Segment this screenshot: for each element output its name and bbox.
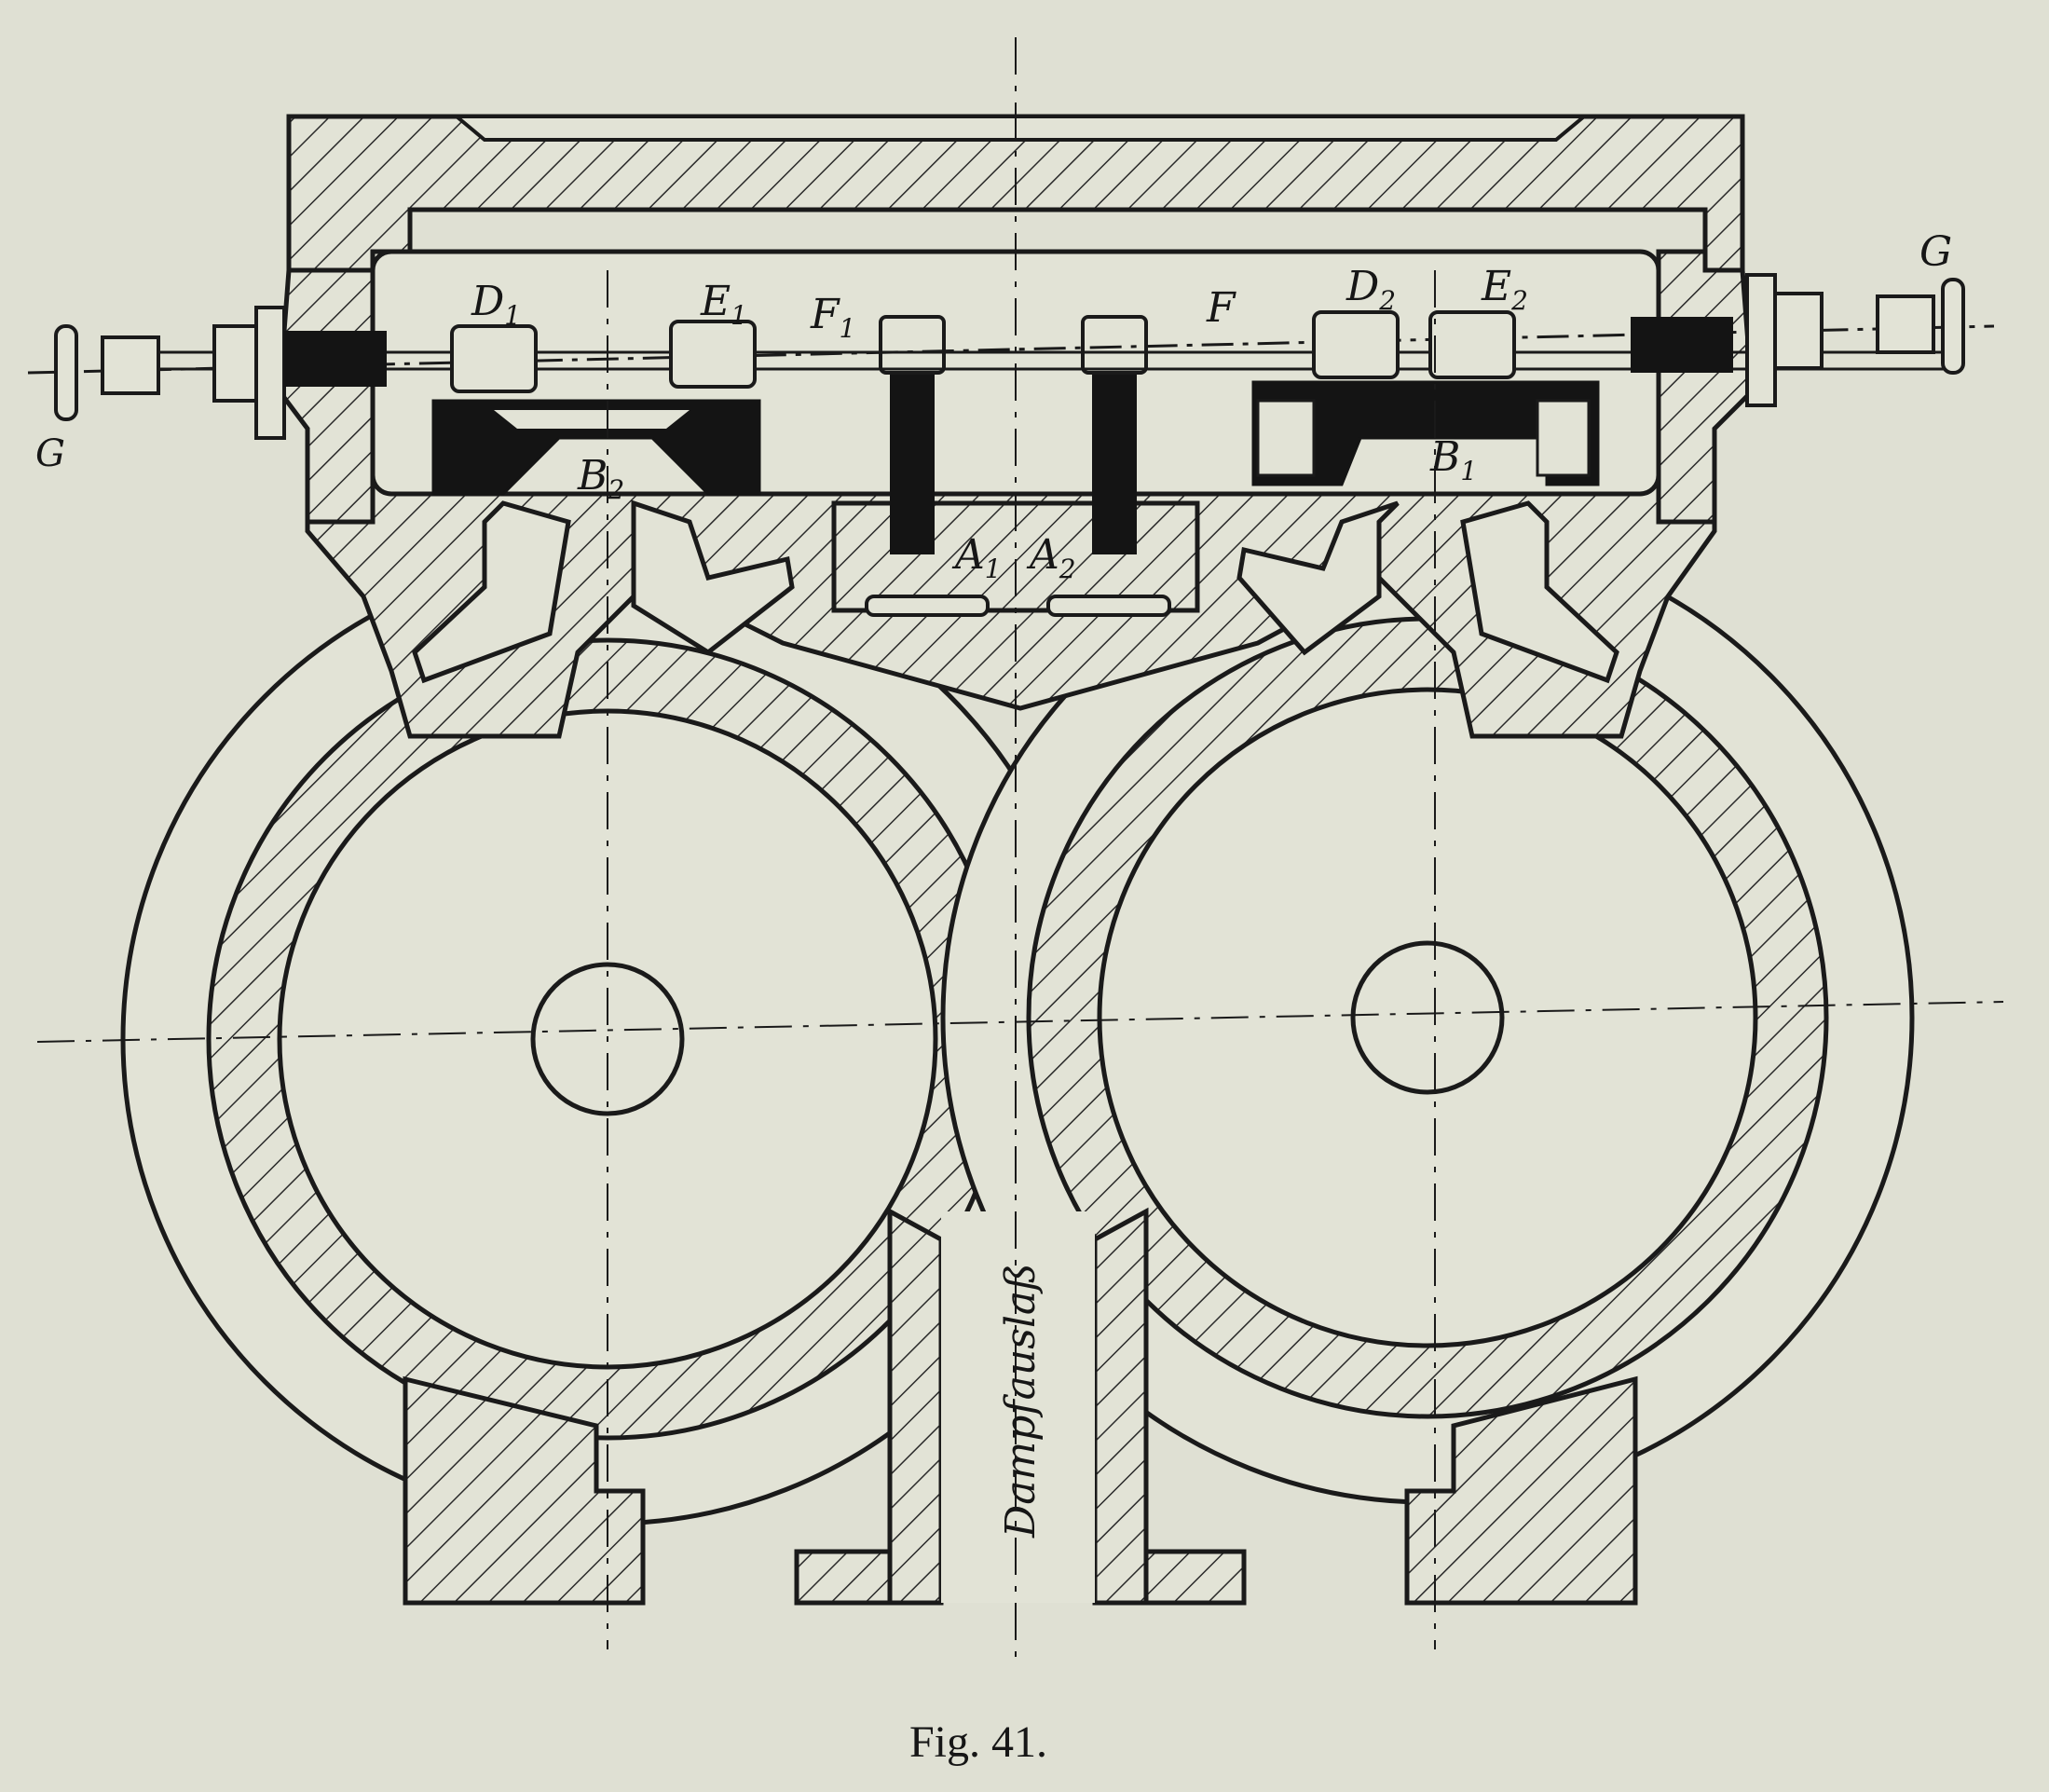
nut-d2	[1312, 310, 1400, 379]
label-a1: A1	[951, 531, 1002, 584]
nut-d1	[450, 324, 538, 393]
label-b1: B1	[1429, 433, 1477, 486]
nut-e2	[1428, 310, 1516, 379]
valve-rod-a1	[879, 315, 946, 554]
label-exhaust: Dampfauslaß	[997, 1263, 1045, 1539]
label-f2: F	[1206, 284, 1236, 332]
label-e2: E2	[1481, 263, 1528, 316]
slide-valve-b1	[1251, 380, 1600, 486]
right-piston-rod-circle	[1350, 940, 1505, 1095]
right-cylinder	[940, 530, 1915, 1505]
steam-passages	[412, 499, 1619, 684]
label-g-right: G	[1919, 228, 1952, 276]
label-b2: B2	[577, 452, 624, 505]
label-d1: D1	[471, 278, 521, 331]
label-f1: F1	[810, 291, 855, 344]
diagram-labels: D1 E1 F1 F D2 E2 G G B2 B1 A1 A2 Dampfau…	[35, 228, 1952, 1539]
label-e1: E1	[700, 278, 747, 331]
slide-valve-b2	[431, 399, 761, 496]
label-a2: A2	[1026, 531, 1076, 584]
label-d2: D2	[1346, 263, 1396, 316]
label-g-left: G	[35, 432, 65, 475]
stuffing-box-right	[1631, 317, 1733, 373]
exhaust-channel	[794, 1207, 1247, 1606]
nut-e1	[669, 320, 757, 389]
handwheel-left	[54, 306, 286, 440]
right-foot	[1404, 1375, 1638, 1606]
figure-caption: Fig. 41.	[909, 1717, 1047, 1767]
centre-lines	[36, 37, 2004, 1668]
handwheel-right	[1745, 273, 1965, 407]
left-foot	[403, 1375, 646, 1606]
stuffing-box-left	[284, 331, 387, 387]
valve-rod-a2	[1081, 315, 1148, 554]
